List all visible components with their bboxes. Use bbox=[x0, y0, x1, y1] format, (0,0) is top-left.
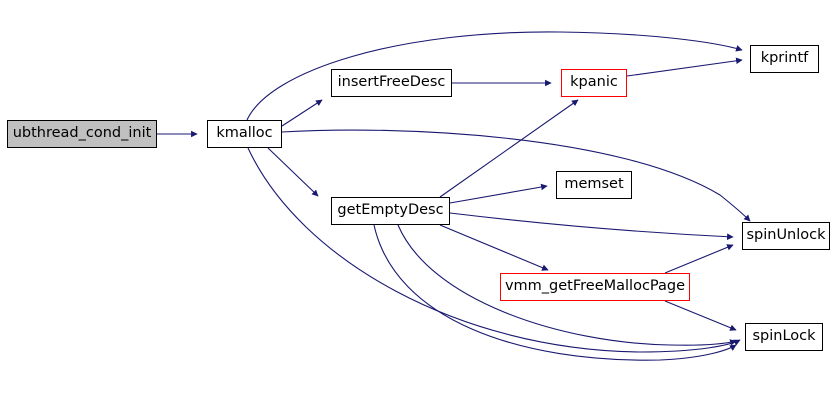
node-insertFreeDesc[interactable]: insertFreeDesc bbox=[331, 69, 452, 97]
node-kprintf[interactable]: kprintf bbox=[750, 45, 819, 73]
node-label: spinUnlock bbox=[746, 227, 826, 244]
node-label: kpanic bbox=[570, 74, 618, 91]
node-label: getEmptyDesc bbox=[337, 202, 444, 219]
node-getEmptyDesc[interactable]: getEmptyDesc bbox=[331, 197, 450, 225]
node-label: memset bbox=[564, 176, 624, 193]
node-label: kprintf bbox=[760, 50, 809, 67]
edge-kmalloc-to-spinLock bbox=[247, 147, 741, 353]
node-vmm_getFreeMallocPage[interactable]: vmm_getFreeMallocPage bbox=[500, 273, 690, 301]
node-label: ubthread_cond_init bbox=[12, 125, 152, 142]
node-kmalloc[interactable]: kmalloc bbox=[207, 120, 282, 148]
edge-kmalloc-to-spinUnlock bbox=[281, 129, 751, 222]
edge-getEmptyDesc-to-spinUnlock bbox=[449, 212, 734, 241]
edge-getEmptyDesc-to-kpanic bbox=[439, 99, 579, 198]
node-ubthread_cond_init[interactable]: ubthread_cond_init bbox=[7, 120, 157, 148]
edge-getEmptyDesc-to-memset bbox=[449, 183, 548, 204]
node-memset[interactable]: memset bbox=[556, 171, 632, 199]
edge-kmalloc-to-kprintf bbox=[246, 31, 743, 121]
node-spinLock[interactable]: spinLock bbox=[745, 323, 823, 351]
node-label: kmalloc bbox=[216, 125, 273, 142]
edge-getEmptyDesc-to-spinLock bbox=[397, 224, 737, 346]
edge-vmm_getFreeMallocPage-to-spinLock bbox=[664, 300, 737, 331]
node-label: spinLock bbox=[752, 328, 816, 345]
node-label: insertFreeDesc bbox=[337, 74, 446, 91]
node-label: vmm_getFreeMallocPage bbox=[504, 278, 686, 295]
edge-kmalloc-to-insertFreeDesc bbox=[281, 99, 323, 127]
edge-vmm_getFreeMallocPage-to-spinUnlock bbox=[664, 244, 734, 274]
node-kpanic[interactable]: kpanic bbox=[561, 69, 627, 97]
edge-kpanic-to-kprintf bbox=[626, 57, 743, 77]
edge-kmalloc-to-getEmptyDesc bbox=[267, 147, 319, 197]
edge-getEmptyDesc-to-spinLock2 bbox=[373, 224, 737, 361]
node-spinUnlock[interactable]: spinUnlock bbox=[742, 222, 830, 250]
edge-getEmptyDesc-to-vmm_getFreeMallocPage bbox=[439, 224, 549, 271]
